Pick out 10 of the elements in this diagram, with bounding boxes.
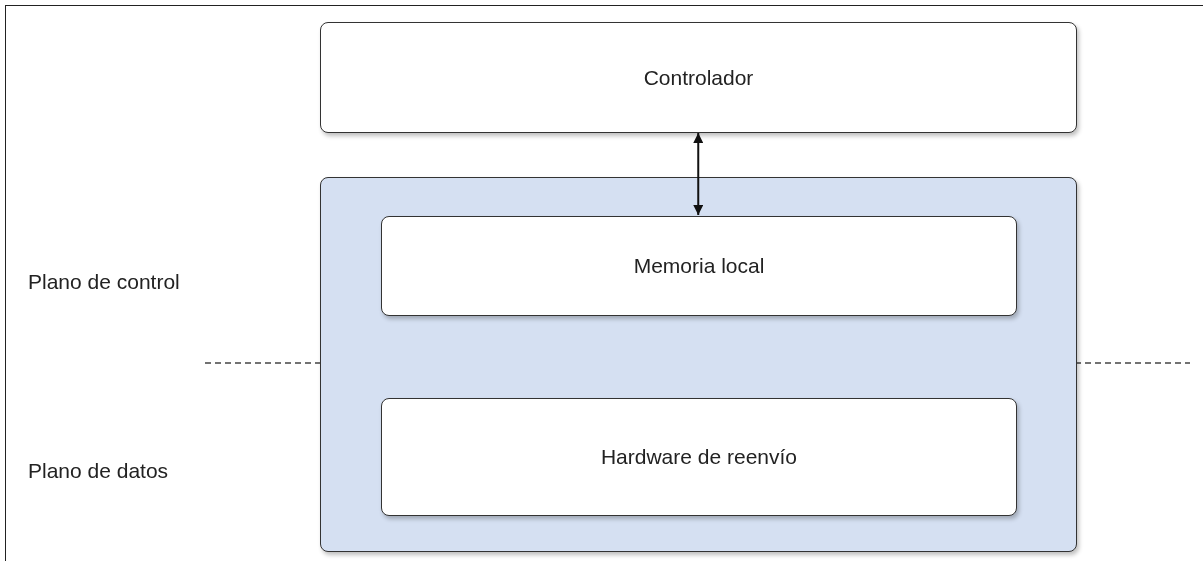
plane-label: Plano de control	[28, 270, 180, 294]
process-box	[381, 398, 1017, 516]
node-label: Hardware de reenvío	[600, 445, 798, 469]
arrow	[693, 132, 704, 216]
node-label: Memoria local	[633, 254, 765, 278]
process-box	[320, 22, 1077, 133]
node-label: Controlador	[643, 65, 754, 90]
process-box	[381, 216, 1017, 316]
plane-label: Plano de datos	[28, 459, 169, 483]
device-panel	[320, 177, 1077, 552]
